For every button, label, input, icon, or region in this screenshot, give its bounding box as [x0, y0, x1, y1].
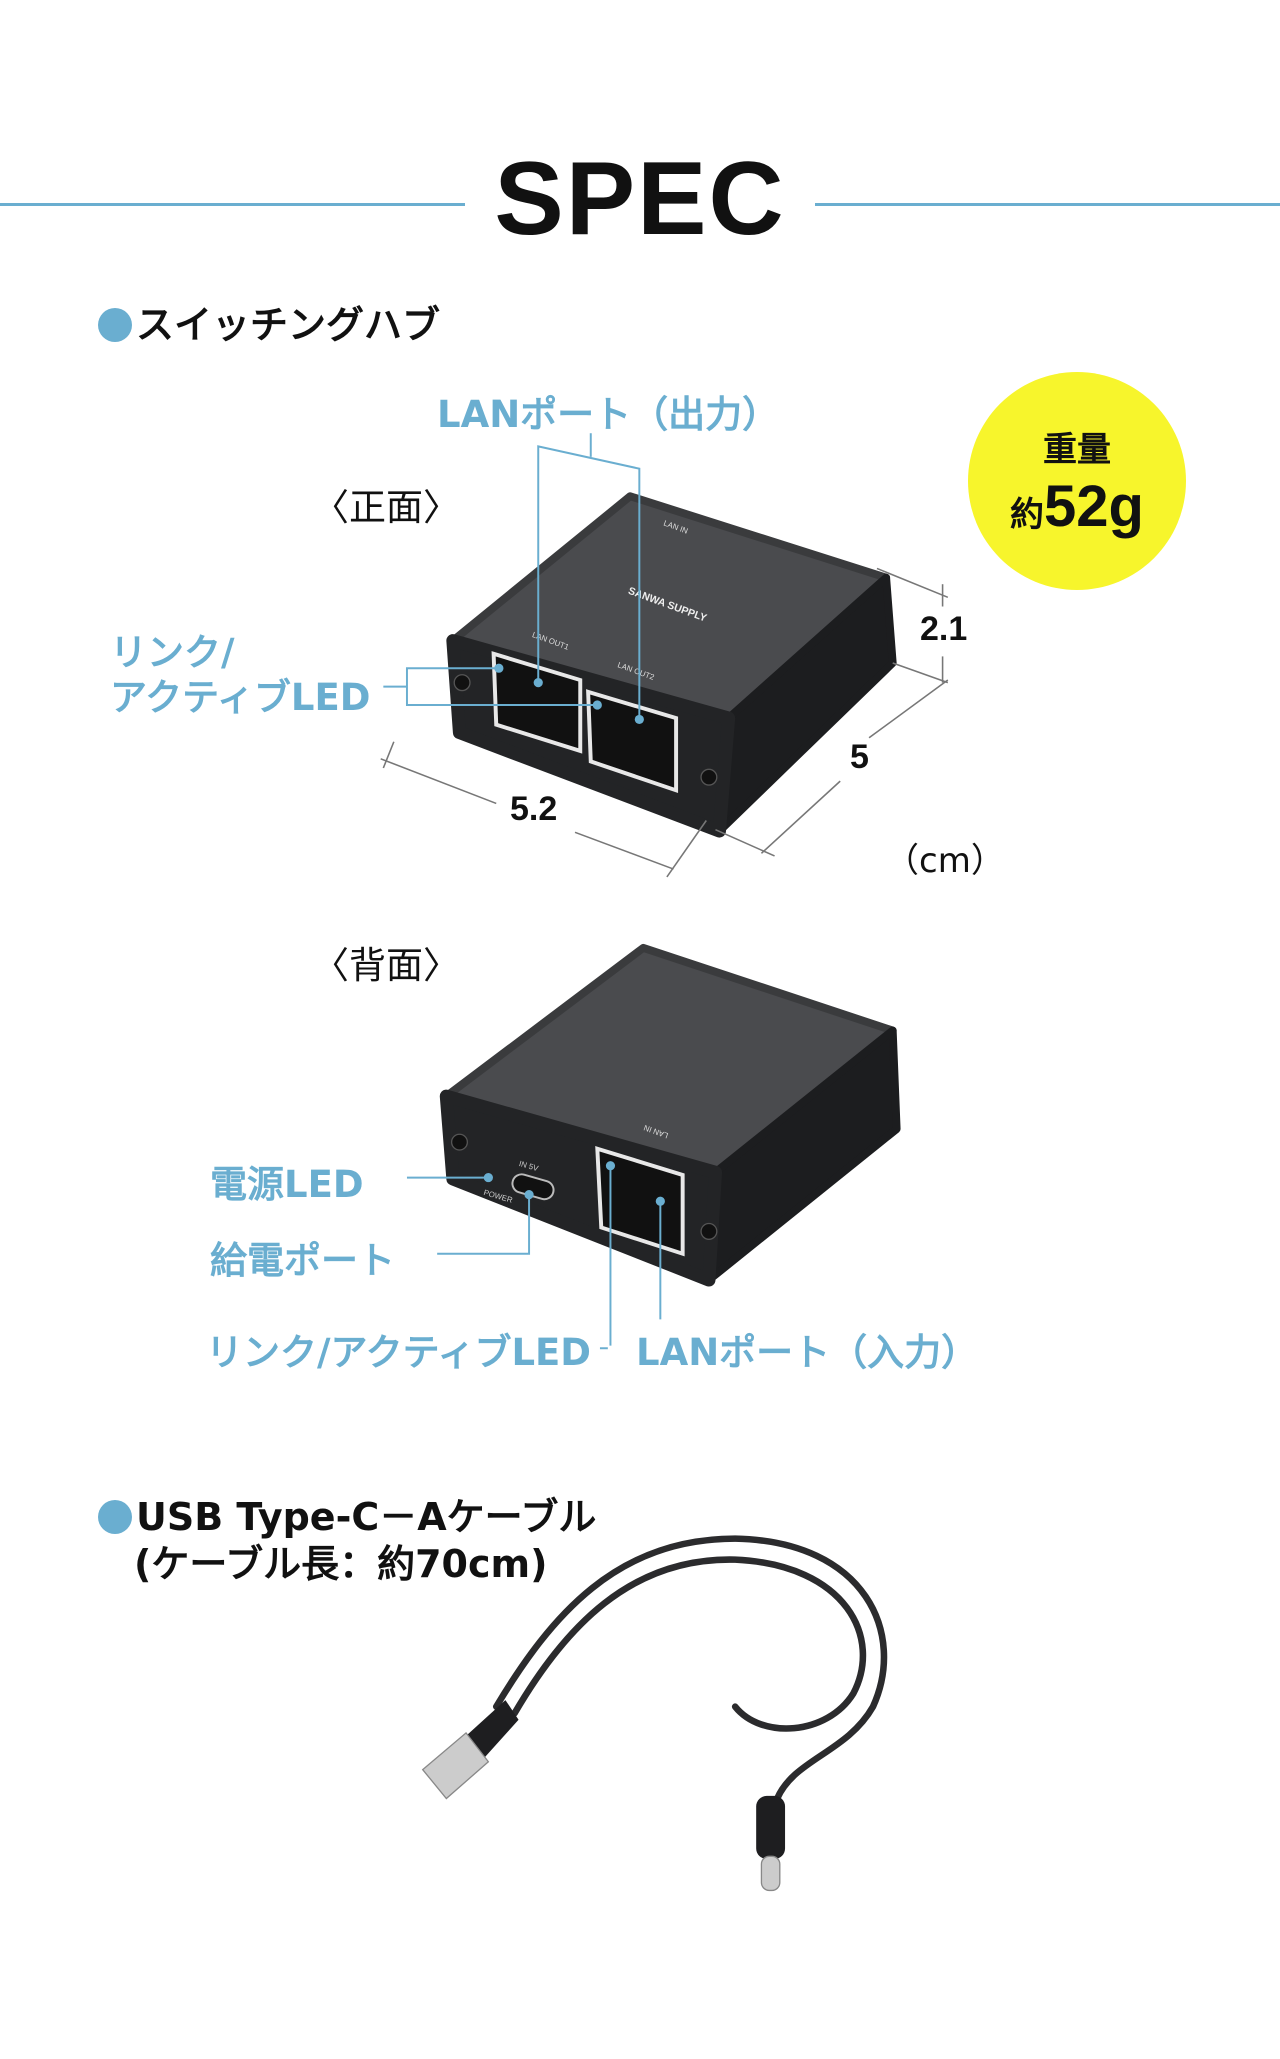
back-view-label: 〈背面〉 — [312, 944, 460, 987]
hub-heading: スイッチングハブ — [98, 294, 440, 349]
dimension-width: 5.2 — [510, 790, 558, 828]
lan-in-label: LANポート（入力） — [636, 1331, 979, 1374]
power-port-label: 給電ポート — [210, 1239, 395, 1282]
weight-prefix: 約 — [1010, 495, 1045, 535]
weight-value: 52g — [1044, 474, 1144, 539]
hub-back-image: IN 5V POWER LAN IN — [439, 943, 901, 1287]
link-led-label-line2: アクティブLED — [110, 676, 371, 719]
usb-a-plug-icon — [421, 1700, 519, 1800]
dimension-unit: （cm） — [885, 841, 1005, 881]
weight-label: 重量 — [1043, 430, 1111, 470]
title-rule-left — [0, 203, 465, 206]
weight-badge: 重量 約52g — [968, 372, 1186, 590]
link-led-label-line1: リンク/ — [110, 631, 235, 674]
lan-out-label: LANポート（出力） — [437, 393, 780, 436]
front-view-label: 〈正面〉 — [312, 486, 460, 529]
cable-heading-line1: USB Type-C－Aケーブル — [136, 1495, 597, 1539]
usb-c-plug-icon — [756, 1795, 786, 1892]
dimension-height: 2.1 — [920, 610, 968, 648]
power-led-label: 電源LED — [210, 1163, 364, 1206]
page-title: SPEC — [494, 141, 786, 257]
hub-front-image: LAN IN SANWA SUPPLY LAN OUT1 LAN OUT2 — [446, 492, 897, 838]
usb-cable-image — [492, 1535, 888, 1802]
dimension-lines — [380, 567, 949, 878]
bullet-icon — [98, 308, 132, 342]
back-leader-lines — [406, 1165, 662, 1350]
cable-heading-line2: (ケーブル長：約70cm) — [134, 1542, 548, 1586]
title-rule-right — [815, 203, 1280, 206]
dimension-depth: 5 — [850, 738, 869, 776]
hub-heading-text: スイッチングハブ — [136, 303, 441, 347]
cable-heading: USB Type-C－Aケーブル — [98, 1486, 596, 1541]
bullet-icon — [98, 1500, 132, 1534]
back-link-led-label: リンク/アクティブLED — [206, 1331, 592, 1374]
front-leader-lines — [383, 433, 641, 719]
